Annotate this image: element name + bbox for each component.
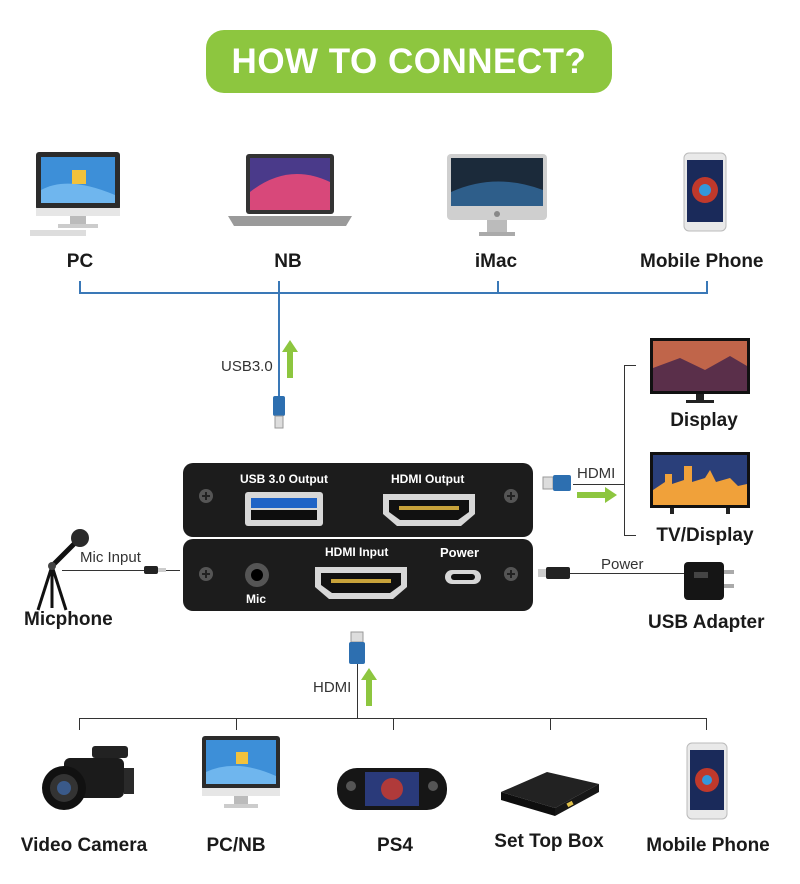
hdmi-output-port-label: HDMI Output xyxy=(391,472,465,486)
output-bracket-top xyxy=(624,365,636,366)
top-tick-pc xyxy=(79,281,81,294)
mic-jack-port xyxy=(245,563,269,587)
source-label-video-camera: Video Camera xyxy=(20,835,148,856)
hdmi-plug-icon xyxy=(542,475,571,491)
mic-cable xyxy=(62,570,180,571)
capture-device-top xyxy=(183,463,533,537)
usb-adapter-label: USB Adapter xyxy=(648,612,765,633)
handheld-console-icon xyxy=(337,768,447,810)
hdmi-output-label: HDMI xyxy=(577,465,616,482)
top-tick-mobile xyxy=(706,281,708,294)
mic-port-label: Mic xyxy=(246,592,267,606)
arrow-right-icon xyxy=(577,487,617,503)
screw-icon xyxy=(504,567,518,581)
bottom-tick-ps4 xyxy=(393,718,394,730)
imac-icon xyxy=(447,154,547,236)
microphone-icon xyxy=(36,529,89,611)
usb-cable-line xyxy=(278,281,280,401)
screw-icon xyxy=(504,489,518,503)
usb-label: USB3.0 xyxy=(221,358,273,375)
tv-icon xyxy=(650,452,750,514)
hdmi-input-port xyxy=(315,567,407,599)
source-label-ps4: PS4 xyxy=(377,835,413,856)
hdmi-output-cable xyxy=(573,484,613,485)
screw-icon xyxy=(199,567,213,581)
usb-output-port-label: USB 3.0 Output xyxy=(240,472,329,486)
hdmi-input-cable xyxy=(357,664,358,718)
desktop-monitor-icon xyxy=(30,152,120,236)
mobile-phone-icon xyxy=(683,152,727,232)
microphone-label: Micphone xyxy=(24,609,113,630)
set-top-box-icon xyxy=(501,772,599,816)
micro-usb-plug-icon xyxy=(538,567,570,579)
bottom-tick-pcnb xyxy=(236,718,237,730)
power-cable-label: Power xyxy=(601,556,644,573)
source-label-pc-nb: PC/NB xyxy=(206,835,266,856)
output-label-tv-display: TV/Display xyxy=(656,525,754,546)
video-camera-icon xyxy=(42,746,134,810)
hdmi-output-port xyxy=(383,494,475,526)
device-label-pc: PC xyxy=(66,251,94,272)
usb-adapter-icon xyxy=(684,562,734,600)
device-label-nb: NB xyxy=(274,251,302,272)
top-tick-imac xyxy=(497,281,499,294)
power-port-label: Power xyxy=(440,545,480,560)
device-label-imac: iMac xyxy=(474,251,518,272)
output-bracket-mid xyxy=(612,484,625,485)
audio-plug-icon xyxy=(144,566,166,574)
output-bracket xyxy=(624,365,625,535)
source-label-set-top-box: Set Top Box xyxy=(494,831,604,852)
output-label-display: Display xyxy=(670,410,738,431)
mic-input-label: Mic Input xyxy=(80,549,141,566)
power-cable xyxy=(570,573,688,574)
usb-output-port xyxy=(245,492,323,526)
arrow-up-icon xyxy=(361,668,377,706)
hdmi-input-label: HDMI xyxy=(313,679,352,696)
bottom-tick-camera xyxy=(79,718,80,730)
bottom-tick-settop xyxy=(550,718,551,730)
page-title: HOW TO CONNECT? xyxy=(206,30,612,93)
usb-plug-icon xyxy=(273,396,285,429)
output-bracket-bottom xyxy=(624,535,636,536)
top-connector-bus xyxy=(79,292,707,294)
source-label-mobile-phone: Mobile Phone xyxy=(646,835,770,856)
mobile-phone-icon xyxy=(686,742,728,820)
bottom-tick-mobile xyxy=(706,718,707,730)
laptop-icon xyxy=(228,154,352,226)
screw-icon xyxy=(199,489,213,503)
device-label-mobile-phone: Mobile Phone xyxy=(640,251,764,272)
hdmi-plug-icon xyxy=(349,631,365,664)
arrow-up-icon xyxy=(282,340,298,378)
power-port xyxy=(445,570,481,584)
display-monitor-icon xyxy=(650,338,750,403)
hdmi-input-port-label: HDMI Input xyxy=(325,545,389,559)
desktop-monitor-icon xyxy=(202,736,280,808)
